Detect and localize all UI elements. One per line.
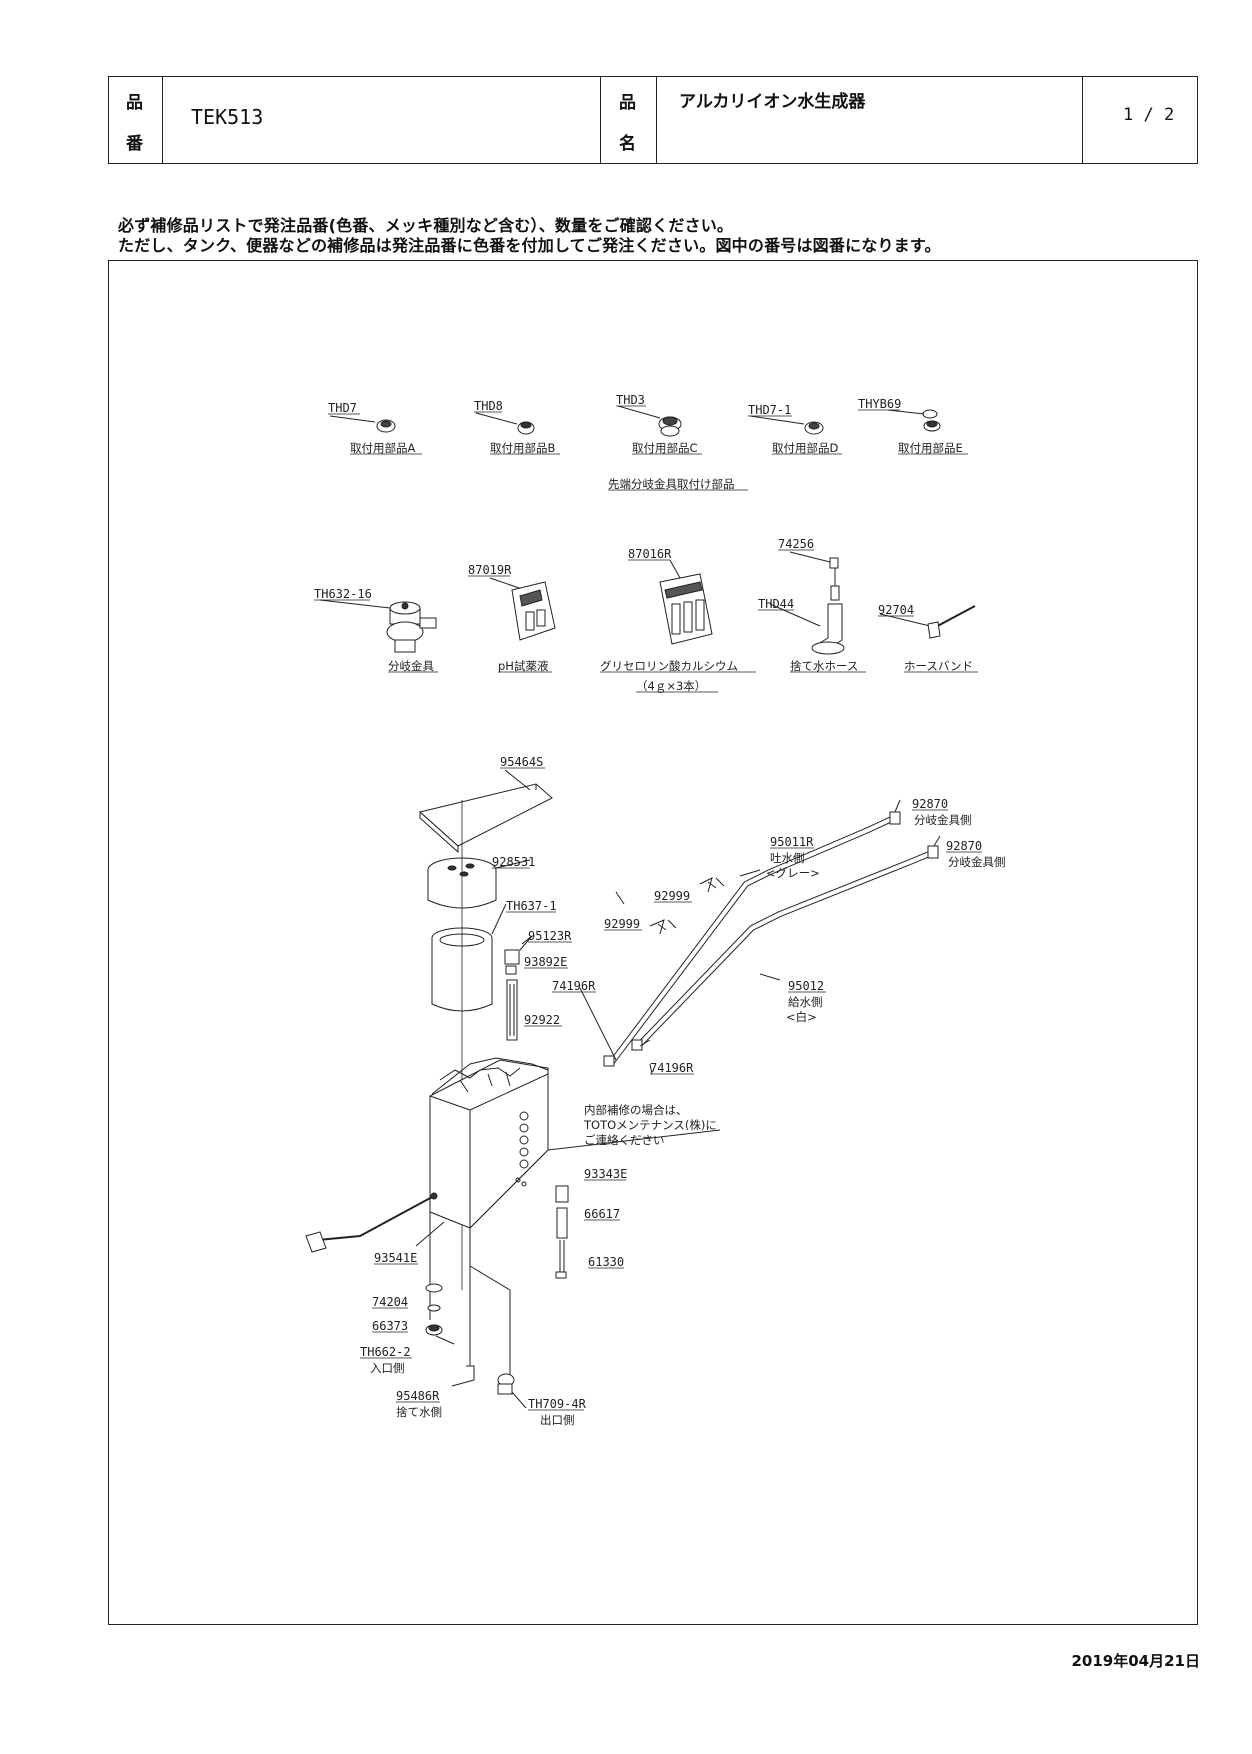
label-92870-a-side: 分岐金具側	[914, 813, 972, 827]
label-th709-side: 出口側	[540, 1413, 575, 1427]
label-thd7: THD7	[328, 401, 357, 415]
label-928531: 928531	[492, 855, 535, 869]
label-93892e: 93892E	[524, 955, 567, 969]
calcium-glycerophosphate-icon	[659, 559, 713, 645]
internal-note-1: 内部補修の場合は、	[584, 1103, 688, 1117]
hinmei-label-1: 品	[619, 93, 636, 113]
power-cord	[305, 1192, 445, 1253]
label-95011r-color: <グレー>	[766, 866, 820, 880]
label-thd8: THD8	[474, 399, 503, 413]
label-92704: 92704	[878, 603, 914, 617]
label-95011r: 95011R	[770, 835, 814, 849]
label-95011r-side: 吐水側	[770, 851, 805, 865]
label-87016r-qty: （4ｇ×3本）	[636, 679, 706, 693]
label-87019r: 87019R	[468, 563, 512, 577]
hinban-label-2: 番	[126, 134, 143, 154]
part-thd7-icon	[329, 415, 396, 433]
label-87019r-name: pH試薬液	[498, 659, 549, 673]
top-cover	[418, 769, 553, 854]
label-th709: TH709-4R	[528, 1397, 587, 1411]
label-66617: 66617	[584, 1207, 620, 1221]
label-thd7-name: 取付用部品A	[350, 441, 415, 455]
label-95012-side: 給水側	[788, 995, 823, 1009]
diverter-valve-icon	[319, 599, 437, 653]
label-thd7-1: THD7-1	[748, 403, 791, 417]
label-74204: 74204	[372, 1295, 408, 1309]
note-line-2: ただし、タンク、便器などの補修品は発注品番に色番を付加してご発注ください。図中の…	[118, 236, 941, 255]
hinmei-label-cell: 品 名	[601, 77, 657, 163]
ph-reagent-icon	[489, 577, 556, 641]
label-61330: 61330	[588, 1255, 624, 1269]
bottom-fittings	[425, 1212, 527, 1409]
hinban-label-1: 品	[126, 93, 143, 113]
label-thd3-name: 取付用部品C	[632, 441, 698, 455]
note-line-1: 必ず補修品リストで発注品番(色番、メッキ種別など含む）、数量をご確認ください。	[118, 216, 734, 235]
label-thd44-name: 捨て水ホース	[790, 659, 858, 673]
hinmei-value-cell: アルカリイオン水生成器	[657, 77, 1083, 163]
label-95486r-side: 捨て水側	[396, 1405, 442, 1419]
page-number: 1 / 2	[1123, 105, 1175, 125]
diagram-frame	[108, 260, 1198, 1625]
filter-cartridge	[431, 903, 507, 1012]
label-92922: 92922	[524, 1013, 560, 1027]
hinmei-label-2: 名	[619, 134, 636, 154]
label-92870-a: 92870	[912, 797, 948, 811]
label-thd3: THD3	[616, 393, 645, 407]
drain-hose-icon	[769, 551, 845, 655]
issue-date: 2019年04月21日	[1071, 1652, 1201, 1670]
label-92870-b-side: 分岐金具側	[948, 855, 1006, 869]
internal-note-2: TOTOメンテナンス(株)に	[583, 1118, 717, 1132]
label-93541e: 93541E	[374, 1251, 417, 1265]
label-92999-a: 92999	[654, 889, 690, 903]
product-code: TEK513	[191, 105, 264, 129]
label-th632-name: 分岐金具	[388, 659, 434, 673]
hinban-label-cell: 品 番	[109, 77, 163, 163]
product-name: アルカリイオン水生成器	[679, 92, 866, 112]
label-95012-color: <白>	[786, 1010, 817, 1024]
label-thd44: THD44	[758, 597, 794, 611]
label-thd7-1-name: 取付用部品D	[772, 441, 838, 455]
label-thd8-name: 取付用部品B	[490, 441, 555, 455]
hose-clips	[579, 877, 725, 1061]
page-cell: 1 / 2	[1083, 77, 1199, 163]
label-66373: 66373	[372, 1319, 408, 1333]
label-top-group: 先端分岐金具取付け部品	[608, 477, 735, 491]
label-87016r: 87016R	[628, 547, 672, 561]
unit-body	[429, 1057, 721, 1230]
outlet-hoses	[603, 799, 941, 1067]
leader-lines	[521, 869, 781, 1075]
header-table: 品 番 TEK513 品 名 アルカリイオン水生成器 1 / 2	[108, 76, 1198, 164]
label-74196r-a: 74196R	[552, 979, 596, 993]
drain-fitting-right	[555, 1185, 569, 1279]
part-thd3-icon	[617, 405, 682, 437]
label-th662-side: 入口側	[370, 1361, 405, 1375]
label-th637: TH637-1	[506, 899, 557, 913]
label-thyb69: THYB69	[858, 397, 901, 411]
hinban-value-cell: TEK513	[163, 77, 601, 163]
label-74256: 74256	[778, 537, 814, 551]
part-thyb69-icon	[887, 409, 941, 432]
label-95464s: 95464S	[500, 755, 543, 769]
label-95012: 95012	[788, 979, 824, 993]
label-thyb69-name: 取付用部品E	[898, 441, 963, 455]
label-92999-b: 92999	[604, 917, 640, 931]
label-93343e: 93343E	[584, 1167, 627, 1181]
label-95486r: 95486R	[396, 1389, 440, 1403]
label-87016r-name: グリセロリン酸カルシウム	[600, 659, 738, 673]
internal-note-3: ご連絡ください	[584, 1133, 665, 1147]
inlet-nozzle	[504, 935, 533, 1041]
label-92870-b: 92870	[946, 839, 982, 853]
label-th632: TH632-16	[314, 587, 372, 601]
label-th662: TH662-2	[360, 1345, 411, 1359]
label-74196r-b: 74196R	[650, 1061, 694, 1075]
part-thd8-icon	[475, 412, 535, 435]
part-thd7-1-icon	[749, 415, 824, 435]
label-95123r: 95123R	[528, 929, 572, 943]
label-92704-name: ホースバンド	[904, 659, 973, 673]
